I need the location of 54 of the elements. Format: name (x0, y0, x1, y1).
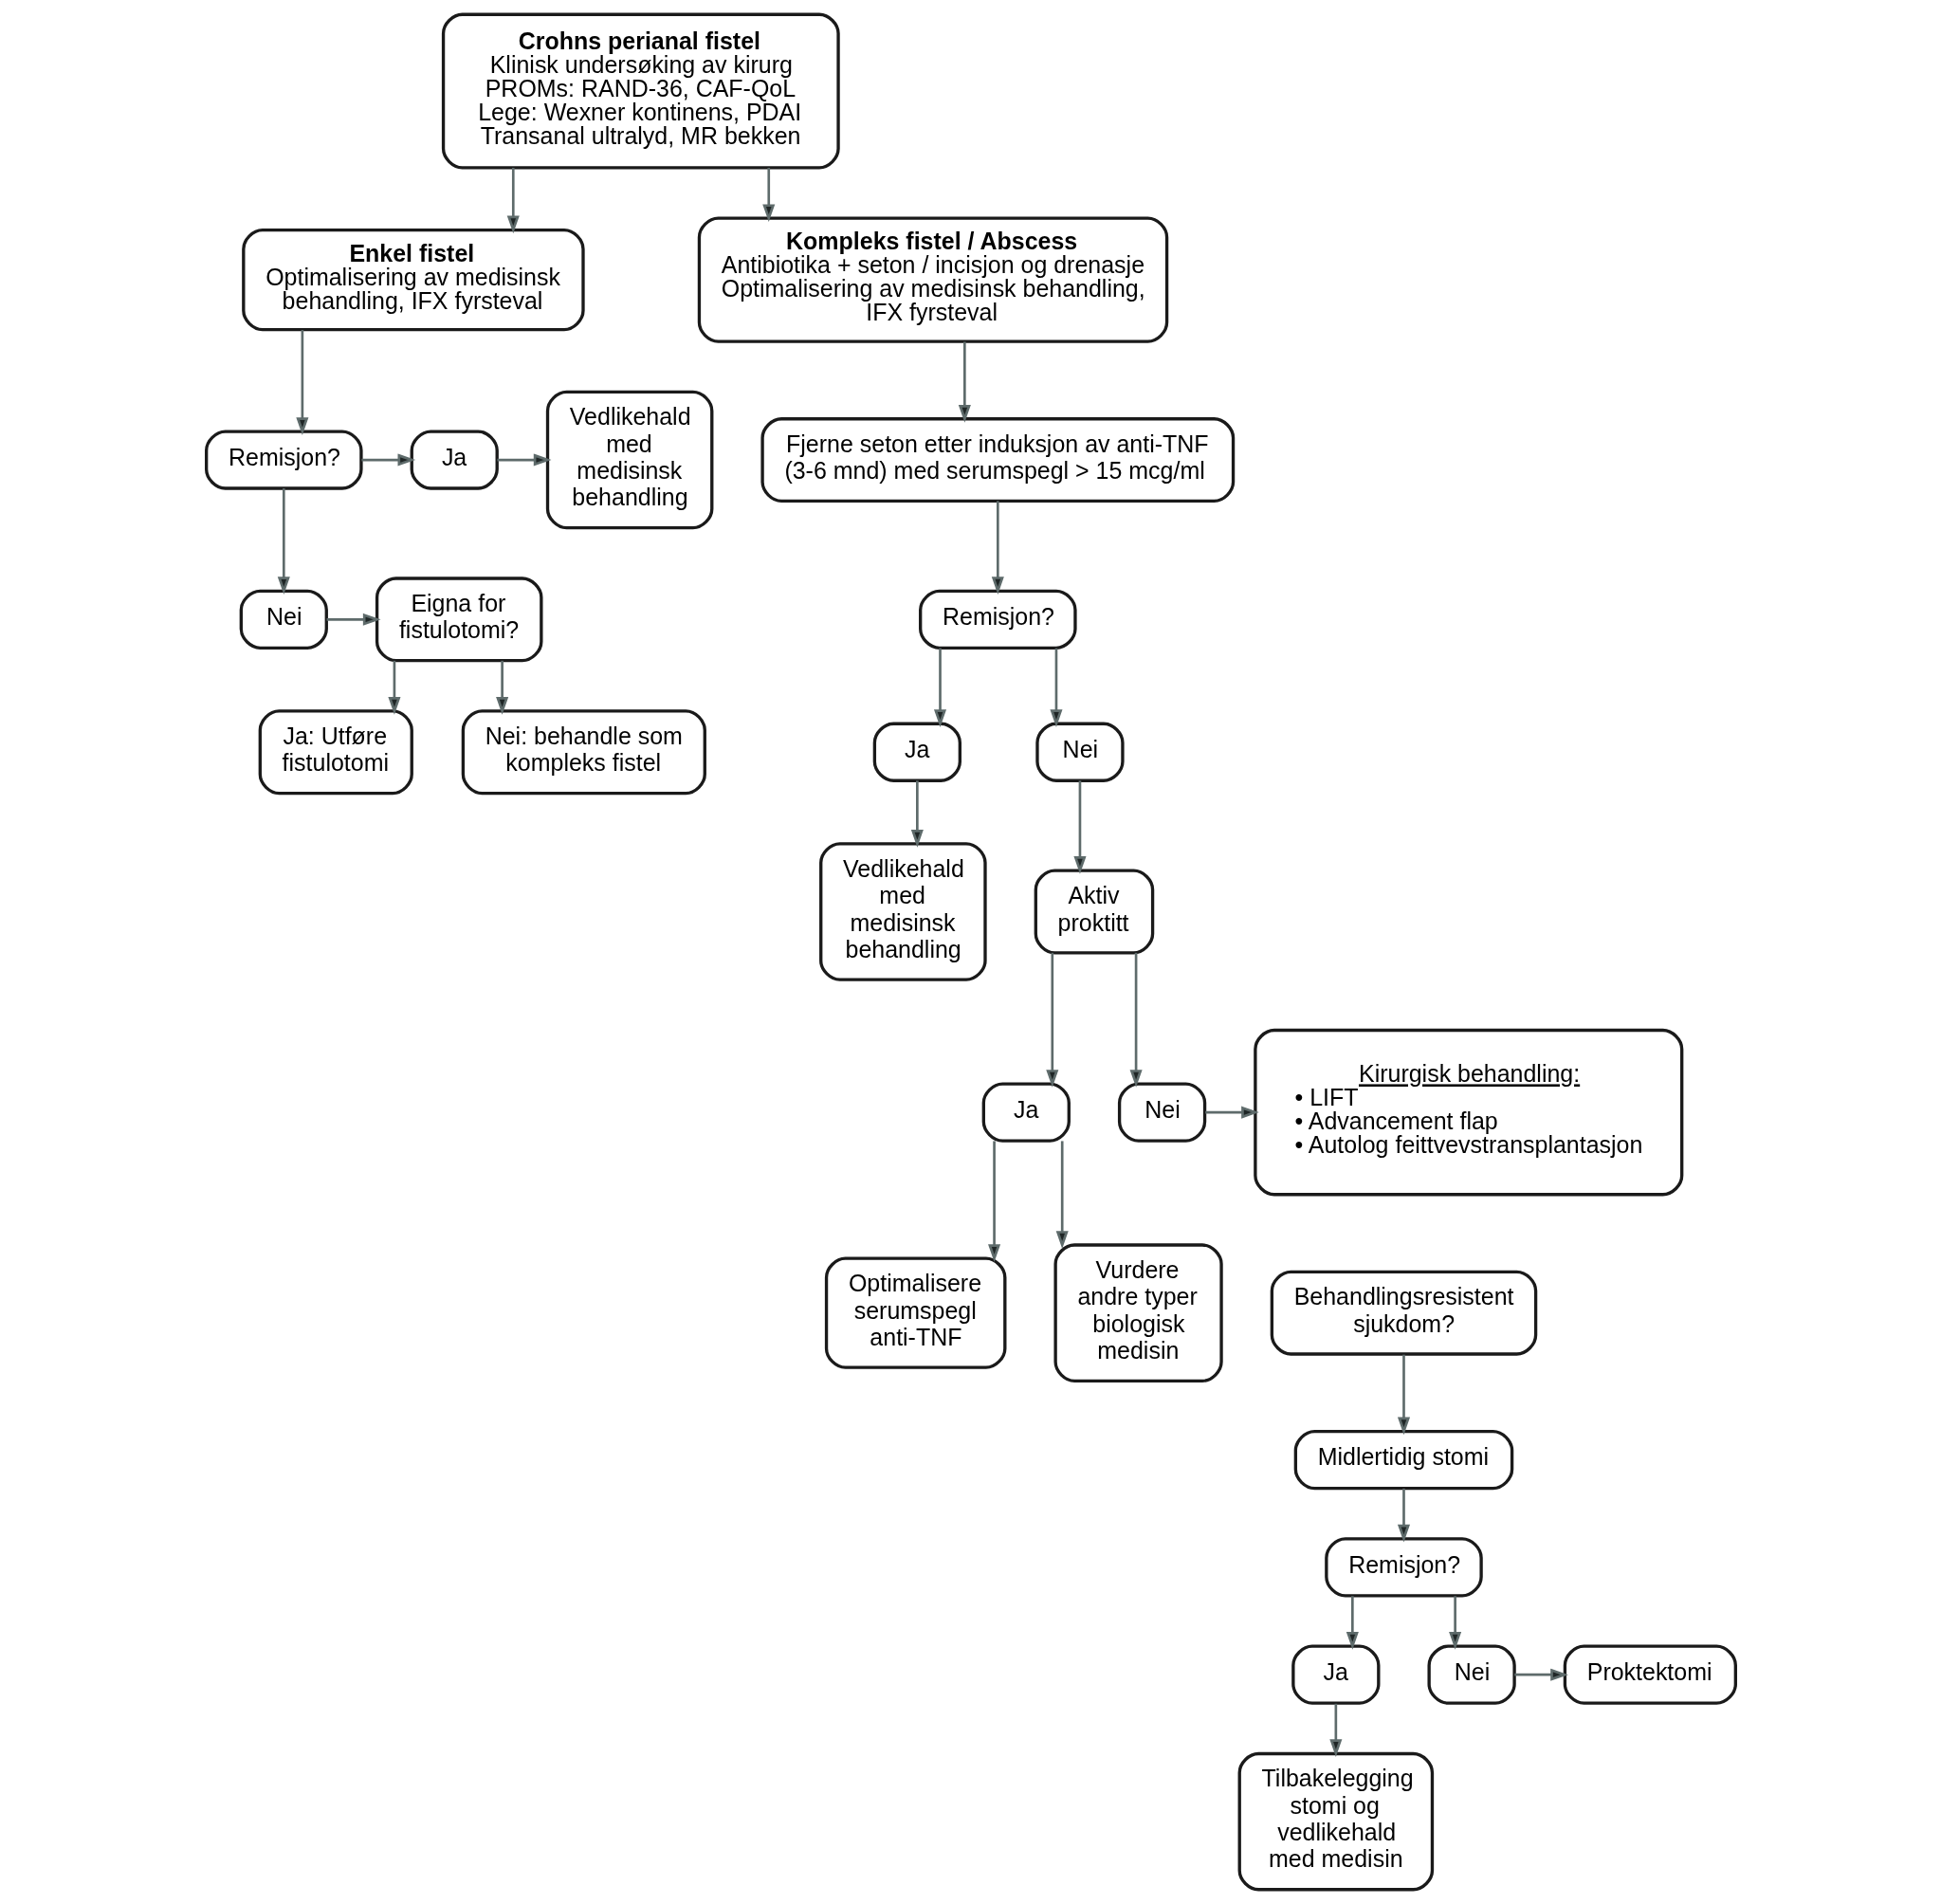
node-box: Nei (239, 589, 328, 650)
arrow (1072, 780, 1086, 874)
arrow (360, 453, 415, 467)
arrow (495, 660, 508, 715)
node-box: Midlertidig stomi (1293, 1429, 1513, 1491)
node-box: Behandlingsresistent sjukdom? (1270, 1270, 1537, 1356)
node-box: Kirurgisk behandling: • LIFT • Advancement flap • Autolog feittvevstransplantasjon (1253, 1028, 1683, 1197)
arrow (910, 780, 924, 848)
node-box: Proktektomi (1563, 1644, 1737, 1705)
node-box: Remisjon? (918, 589, 1077, 650)
arrow (1129, 952, 1143, 1088)
node-box: Remisjon? (1324, 1537, 1483, 1598)
arrow (1346, 1596, 1359, 1650)
arrow (1397, 1354, 1410, 1436)
node-box: Aktiv proktitt (1034, 869, 1154, 955)
arrow (1328, 1703, 1342, 1757)
node-box: Vurdere andre typer biologisk medisin (1053, 1243, 1223, 1382)
arrow (1045, 952, 1058, 1088)
arrow (506, 168, 520, 234)
node-box: Nei: behandle som kompleks fistel (461, 709, 706, 796)
arrow (1448, 1596, 1461, 1650)
arrow (1513, 1668, 1568, 1681)
node-box: Vedlikehald med medisinsk behandling (818, 842, 987, 981)
node-box: Enkel fistel Optimalisering av medisinsk behandling, IFX fyrsteval (241, 229, 585, 332)
node-box: Fjerne seton etter induksjon av anti-TNF (3-6 mnd) med serumspegl > 15 mcg/ml (760, 417, 1235, 503)
arrow (387, 660, 400, 715)
node-box: Nei (1035, 722, 1125, 782)
node-box: Ja (410, 430, 499, 490)
arrow (326, 613, 381, 626)
arrow (761, 168, 775, 223)
node-box: Ja: Utføre fistulotomi (258, 709, 413, 796)
arrow (987, 1141, 1000, 1262)
node-box: Nei (1426, 1644, 1516, 1705)
node-box: Vedlikehald med medisinsk behandling (545, 390, 713, 530)
arrow (1049, 648, 1062, 727)
arrow (496, 453, 551, 467)
arrow (958, 341, 971, 423)
arrow (277, 488, 290, 595)
node-box: Crohns perianal fistel Klinisk undersøking av kirurg PROMs: RAND-36, CAF-QoL Lege: Wexner kontinens, PDAI Transanal ultralyd, MR bekken (441, 12, 840, 170)
arrow (1204, 1106, 1259, 1119)
arrow (933, 648, 946, 727)
arrow (295, 330, 308, 435)
node-box: Optimalisere serumspegl anti-TNF (824, 1256, 1006, 1369)
node-box: Nei (1117, 1082, 1206, 1143)
node-box: Eigna for fistulotomi? (375, 577, 542, 663)
arrow (1397, 1488, 1410, 1543)
node-box: Ja (981, 1082, 1071, 1143)
node-box: Kompleks fistel / Abscess Antibiotika + seton / incisjon og drenasje Optimalisering av medisinsk behandling, IFX fyrsteval (697, 216, 1168, 343)
node-box: Remisjon? (204, 430, 363, 490)
node-box: Tilbakelegging stomi og vedlikehald med medisin (1237, 1751, 1434, 1892)
node-box: Ja (872, 722, 961, 782)
node-box: Ja (1291, 1644, 1380, 1705)
arrow (991, 501, 1004, 595)
arrow (1055, 1141, 1069, 1249)
